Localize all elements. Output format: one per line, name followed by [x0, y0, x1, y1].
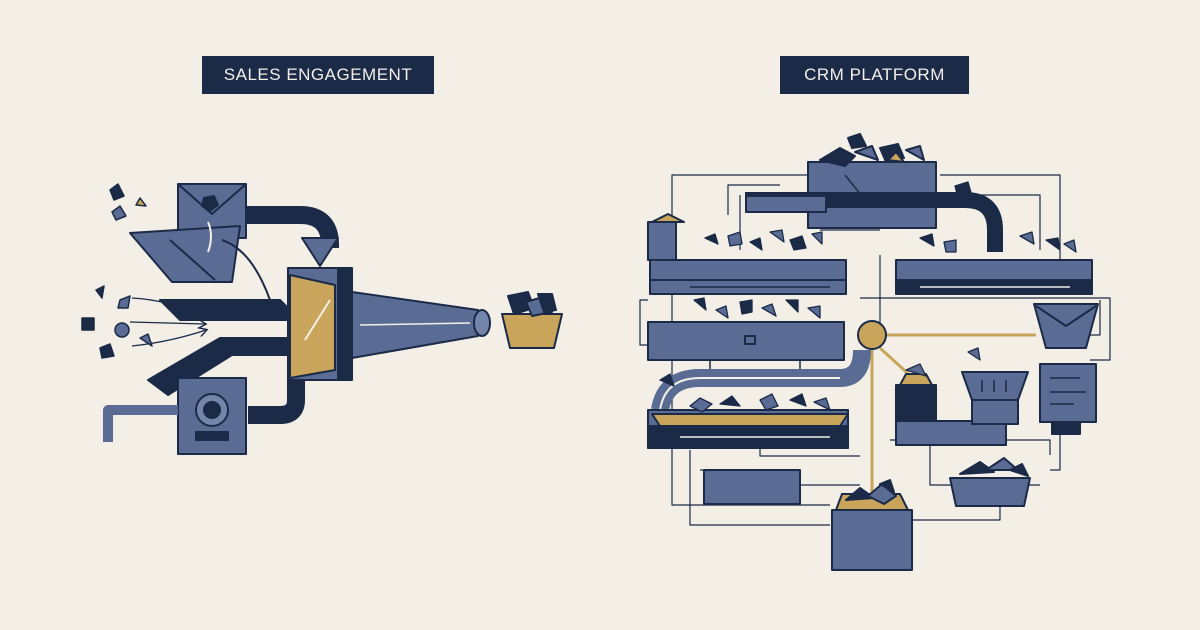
bin-icon — [949, 457, 1031, 507]
output-bin-icon — [501, 291, 563, 349]
sales-engagement-machine — [81, 183, 563, 455]
top-pile — [819, 133, 925, 167]
drawer-icon — [647, 321, 845, 372]
crm-fragments — [659, 181, 1077, 413]
hopper-right-icon — [961, 371, 1029, 425]
crm-platform-machine — [639, 133, 1111, 571]
conveyor-icon — [647, 213, 847, 295]
input-fragments — [81, 183, 153, 359]
lower-conveyor-icon — [647, 349, 871, 449]
hub-node-icon — [857, 320, 887, 350]
funnel-icon — [287, 267, 353, 381]
cone-nozzle-icon — [351, 291, 491, 359]
motor-icon — [103, 377, 305, 455]
monitor-icon — [1039, 363, 1097, 435]
sales-engagement-label: SALES ENGAGEMENT — [202, 56, 434, 94]
upper-conveyor-icon — [745, 192, 1003, 252]
crate-icon — [831, 479, 913, 571]
block-icon — [703, 469, 801, 505]
connector-wires — [639, 174, 1111, 526]
input-arrows — [129, 297, 208, 347]
right-conveyor-icon — [895, 259, 1093, 295]
hopper-icon — [129, 183, 271, 301]
top-pipe-icon — [240, 206, 339, 267]
crm-platform-label: CRM PLATFORM — [780, 56, 969, 94]
